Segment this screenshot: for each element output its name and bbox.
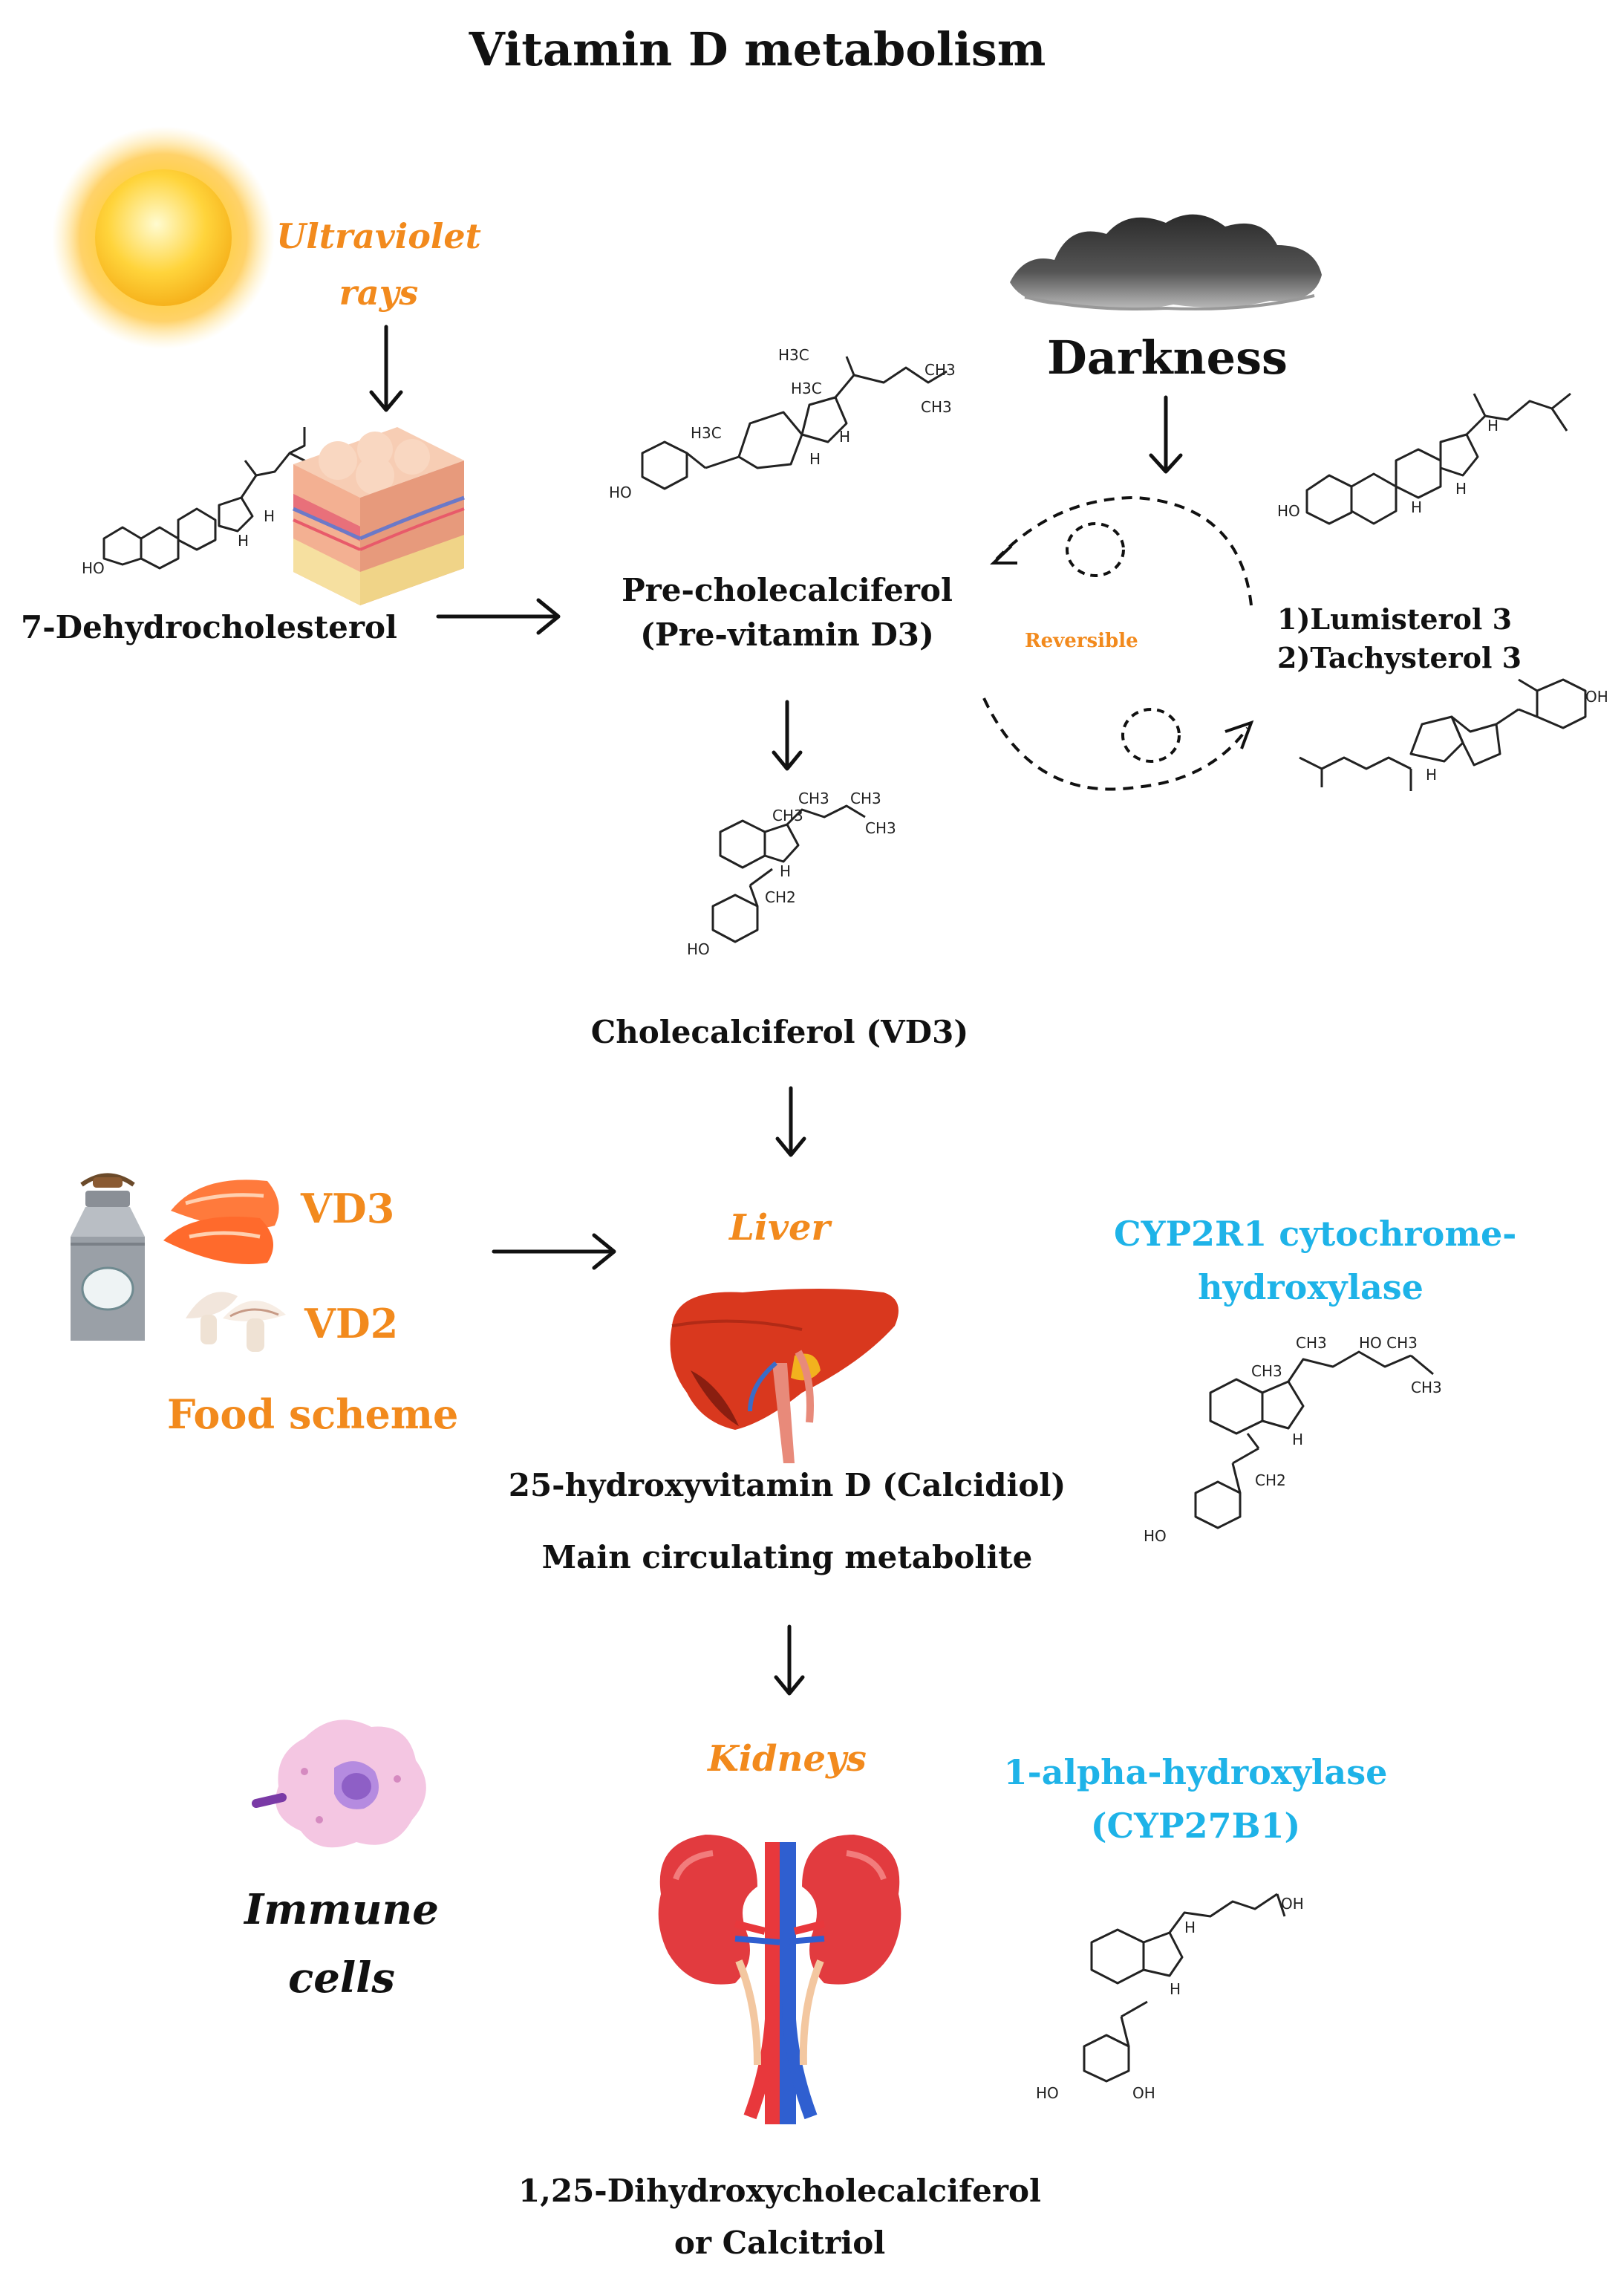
immune-cells-label: Immune cells	[244, 1885, 439, 2002]
svg-text:CH3: CH3	[772, 807, 803, 824]
svg-text:H: H	[839, 428, 850, 446]
vd3-food-label: VD3	[301, 1185, 395, 1232]
svg-text:H: H	[1170, 1980, 1181, 1998]
svg-text:HO: HO	[687, 940, 710, 958]
svg-text:CH2: CH2	[1255, 1471, 1286, 1489]
dehydrocholesterol-label: 7-Dehydrocholesterol	[21, 609, 397, 645]
cholecalciferol-label: Cholecalciferol (VD3)	[590, 1014, 969, 1050]
food-scheme-label: Food scheme	[167, 1390, 459, 1438]
vd2-food-label: VD2	[304, 1300, 399, 1347]
svg-text:HO: HO	[1277, 502, 1300, 520]
arrow-food-to-liver	[492, 1233, 616, 1270]
arrow-uv-to-skin	[369, 325, 403, 412]
svg-text:H: H	[264, 507, 275, 525]
svg-text:OH: OH	[1585, 688, 1608, 706]
kidneys-label: Kidneys	[708, 1738, 867, 1780]
svg-text:H3C: H3C	[778, 346, 809, 364]
svg-text:H: H	[1411, 498, 1422, 516]
sun-icon	[52, 126, 275, 349]
svg-text:H: H	[238, 532, 249, 550]
svg-text:CH3: CH3	[865, 819, 896, 837]
calcidiol-label: 25-hydroxyvitamin D (Calcidiol)	[508, 1467, 1066, 1503]
svg-text:CH3: CH3	[1251, 1362, 1282, 1380]
reversible-label: Reversible	[1025, 630, 1138, 652]
svg-text:CH3: CH3	[1411, 1379, 1442, 1396]
svg-text:H: H	[1487, 417, 1499, 435]
svg-text:CH3: CH3	[850, 790, 881, 807]
dehydrocholesterol-structure: HO H H	[82, 427, 313, 577]
darkness-label: Darkness	[1047, 331, 1288, 385]
milk-can-icon	[71, 1173, 145, 1341]
calcitriol-structure: HO OH OH H H	[1036, 1893, 1304, 2102]
arrow-cholecalciferol-to-liver	[775, 1086, 806, 1157]
tachysterol-structure: OH H	[1299, 678, 1608, 791]
svg-text:CH3: CH3	[921, 398, 952, 416]
cyp2r1-label: CYP2R1 cytochrome- hydroxylase	[1114, 1214, 1517, 1307]
svg-text:CH3: CH3	[798, 790, 829, 807]
svg-text:H: H	[1292, 1431, 1303, 1448]
svg-text:OH: OH	[1132, 2084, 1155, 2102]
svg-text:H3C: H3C	[791, 380, 822, 397]
precholecalciferol-label: Pre-cholecalciferol (Pre-vitamin D3)	[622, 572, 953, 653]
liver-organ-icon	[670, 1289, 899, 1463]
calcidiol-structure: HO CH2 CH3 CH3 HO CH3 CH3 H	[1144, 1334, 1442, 1545]
lumisterol-tachysterol-label: 1)Lumisterol 3 2)Tachysterol 3	[1277, 602, 1522, 674]
svg-text:H: H	[1426, 766, 1437, 784]
svg-text:CH2: CH2	[765, 888, 796, 906]
arrow-darkness-down	[1149, 395, 1183, 474]
svg-text:OH: OH	[1281, 1895, 1304, 1913]
svg-text:HO: HO	[609, 484, 632, 501]
mushroom-icon	[186, 1292, 286, 1352]
arrow-to-precholecalciferol	[436, 598, 561, 635]
svg-text:H: H	[780, 862, 791, 880]
svg-text:HO: HO	[82, 559, 105, 577]
svg-text:H: H	[1184, 1919, 1196, 1936]
svg-text:HO: HO	[1036, 2084, 1059, 2102]
reversible-cycle	[982, 495, 1254, 791]
svg-text:H3C: H3C	[691, 424, 722, 442]
ultraviolet-label: Ultraviolet rays	[276, 216, 481, 313]
precholecalciferol-structure: HO H3C H3C H3C CH3 CH3 H H	[609, 346, 956, 501]
arrow-liver-to-kidneys	[774, 1624, 805, 1696]
salmon-icon	[163, 1180, 279, 1264]
calcitriol-label: 1,25-Dihydroxycholecalciferol or Calcitr…	[518, 2173, 1041, 2261]
skin-layers-icon	[292, 427, 465, 605]
svg-text:CH3: CH3	[924, 361, 956, 379]
alpha-hydroxylase-label: 1-alpha-hydroxylase (CYP27B1)	[1003, 1752, 1388, 1846]
kidneys-organ-icon	[658, 1835, 901, 2124]
dark-cloud-icon	[1010, 214, 1322, 310]
main-circulating-label: Main circulating metabolite	[541, 1539, 1033, 1575]
lumisterol-structure: HO H H H	[1277, 392, 1571, 525]
svg-text:HO: HO	[1144, 1527, 1167, 1545]
svg-text:H: H	[1455, 480, 1467, 498]
svg-text:HO CH3: HO CH3	[1359, 1334, 1418, 1352]
svg-text:CH3: CH3	[1296, 1334, 1327, 1352]
cholecalciferol-structure: HO CH2 CH3 CH3 CH3 CH3 H	[687, 790, 896, 958]
arrow-pre-to-cholecalciferol	[772, 700, 803, 771]
svg-text:H: H	[809, 450, 821, 468]
immune-cell-icon	[252, 1719, 426, 1848]
diagram-title: Vitamin D metabolism	[469, 22, 1046, 77]
liver-label: Liver	[729, 1207, 830, 1249]
